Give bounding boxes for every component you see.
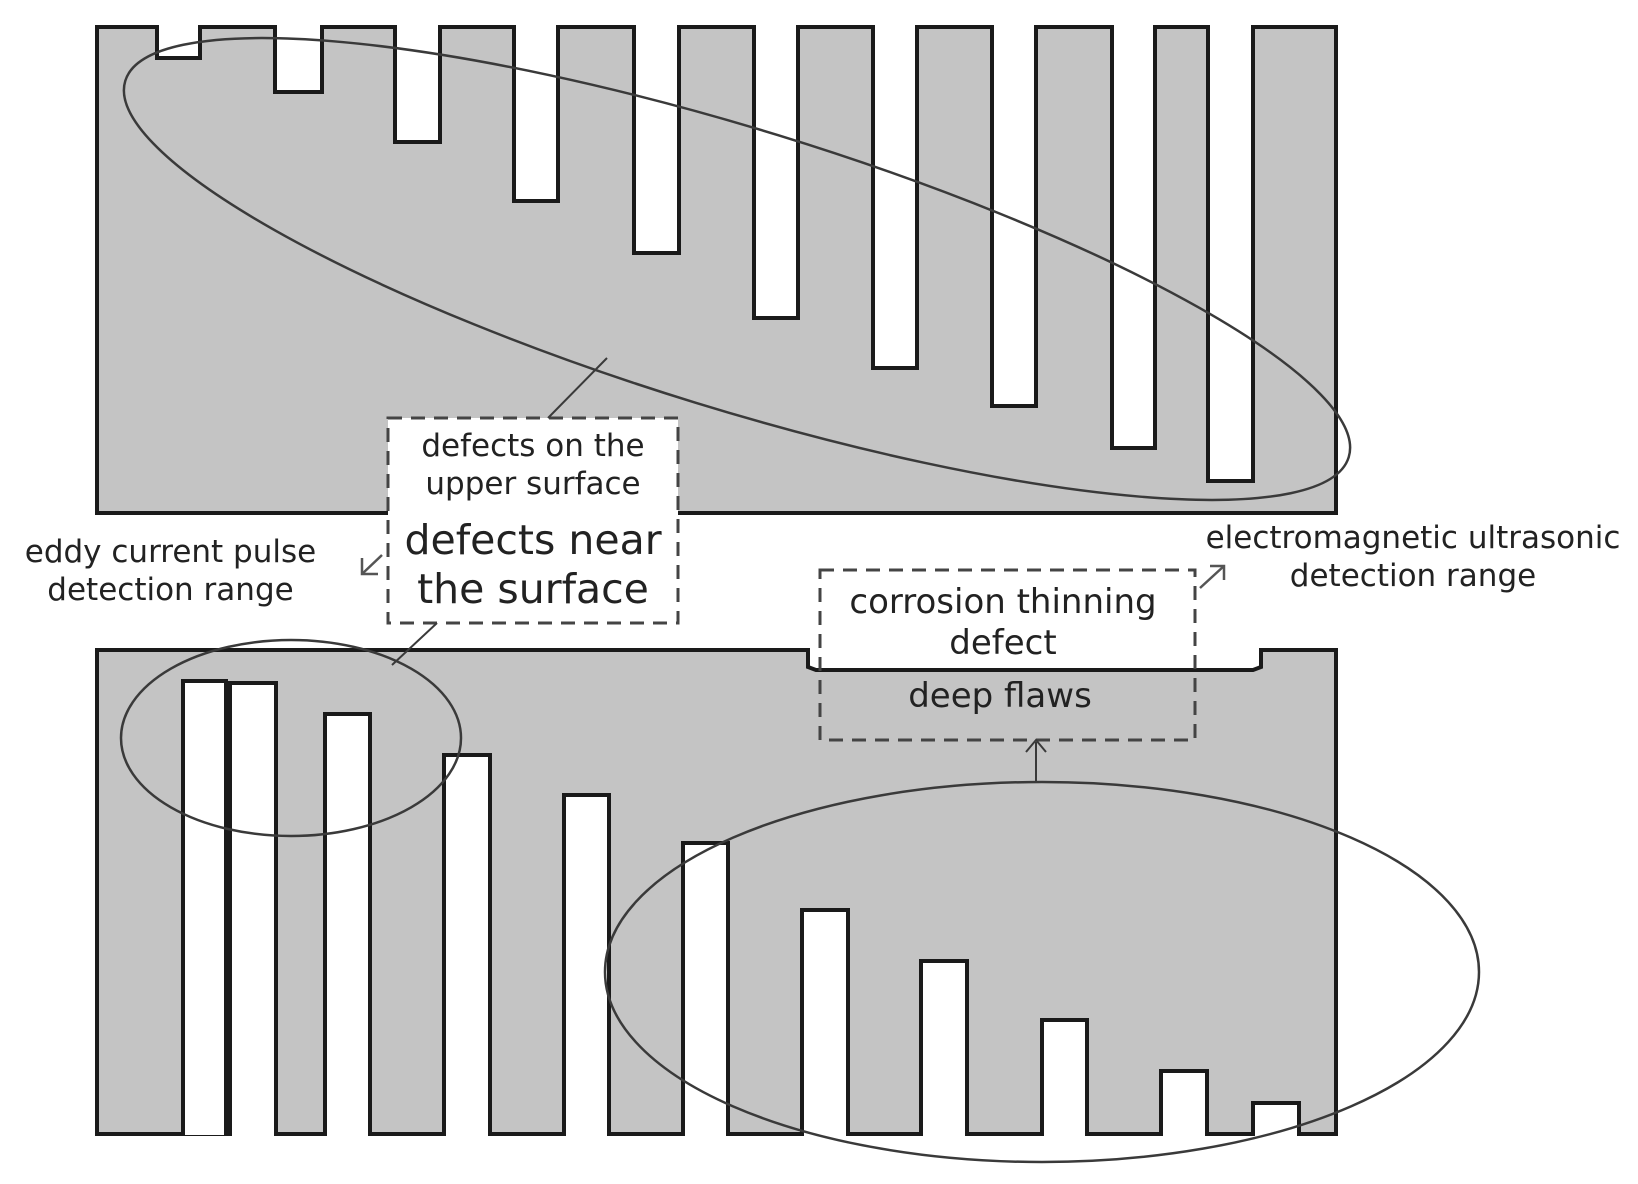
surface-defects-box bbox=[386, 416, 680, 625]
eddy-current-label: eddy current pulse detection range bbox=[24, 534, 317, 608]
eddy-current-arrow bbox=[360, 554, 383, 576]
near-leader-line bbox=[391, 622, 438, 666]
upper-surface-label: defects on the upper surface bbox=[421, 428, 645, 502]
electromagnetic-arrow bbox=[1199, 564, 1226, 589]
near-surface-ellipse bbox=[119, 638, 463, 838]
corrosion-deep-box bbox=[818, 568, 1197, 742]
bottom-specimen bbox=[95, 648, 1338, 1136]
deep-flaws-ellipse bbox=[603, 780, 1481, 1164]
deep-flaws-label: deep flaws bbox=[908, 676, 1092, 716]
upper-surface-ellipse bbox=[122, 36, 1352, 502]
corrosion-label: corrosion thinning defect bbox=[849, 582, 1157, 664]
near-surface-label: defects near the surface bbox=[404, 516, 662, 614]
top-specimen bbox=[95, 25, 1338, 515]
deep-arrowhead bbox=[1025, 738, 1047, 753]
bottom-slot-1-fill bbox=[185, 683, 224, 1135]
upper-leader-line bbox=[547, 357, 608, 419]
electromagnetic-label: electromagnetic ultrasonic detection ran… bbox=[1205, 520, 1621, 594]
